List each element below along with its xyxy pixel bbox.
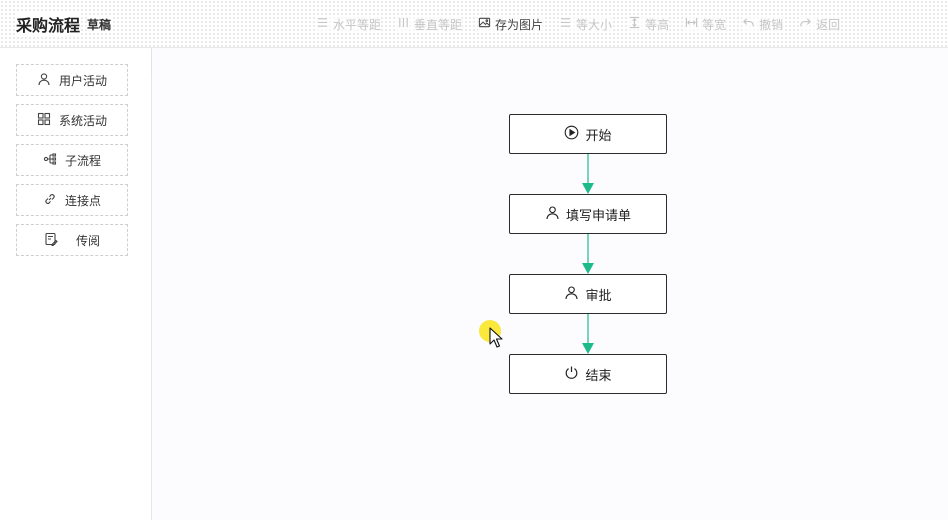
same-width-icon xyxy=(685,16,698,32)
palette-item-system-activity[interactable]: 系统活动 xyxy=(16,104,128,136)
page-title: 采购流程 xyxy=(16,12,81,36)
toolbar: 水平等距 垂直等距 存为图片 等大小 等高 xyxy=(316,14,856,34)
same-width-button[interactable]: 等宽 xyxy=(685,15,727,33)
grid-icon xyxy=(37,112,51,129)
power-icon xyxy=(564,365,579,384)
flow-node-fill-form[interactable]: 填写申请单 xyxy=(509,194,667,234)
image-icon xyxy=(478,16,491,32)
redo-label: 返回 xyxy=(816,17,841,32)
user-icon xyxy=(37,72,51,89)
status-badge: 草稿 xyxy=(87,16,112,33)
palette-item-label: 用户活动 xyxy=(58,73,107,88)
vertical-distribute-icon xyxy=(397,16,410,32)
flow-node-label: 填写申请单 xyxy=(565,208,631,224)
flow-node-label: 审批 xyxy=(585,288,612,304)
flow-node-end[interactable]: 结束 xyxy=(509,354,667,394)
user-icon xyxy=(545,205,560,224)
undo-button[interactable]: 撤销 xyxy=(742,15,784,33)
flow-node-start[interactable]: 开始 xyxy=(509,114,667,154)
undo-label: 撤销 xyxy=(759,17,784,32)
vertical-distribute-button[interactable]: 垂直等距 xyxy=(397,15,463,33)
palette-item-label: 传阅 xyxy=(75,233,100,248)
flow-node-approve[interactable]: 审批 xyxy=(509,274,667,314)
header-bar: 采购流程 草稿 水平等距 垂直等距 存为图片 等大小 xyxy=(0,0,948,48)
user-icon xyxy=(564,285,579,304)
palette-item-subprocess[interactable]: 子流程 xyxy=(16,144,128,176)
same-width-label: 等宽 xyxy=(702,17,727,32)
same-size-icon xyxy=(559,16,572,32)
vertical-distribute-label: 垂直等距 xyxy=(414,17,463,32)
play-icon xyxy=(564,125,579,144)
palette-item-connection-point[interactable]: 连接点 xyxy=(16,184,128,216)
same-height-label: 等高 xyxy=(645,17,670,32)
horizontal-distribute-label: 水平等距 xyxy=(333,17,382,32)
undo-icon xyxy=(742,16,755,32)
horizontal-distribute-icon xyxy=(316,16,329,32)
flow-node-label: 结束 xyxy=(585,368,612,384)
palette-item-label: 子流程 xyxy=(64,153,101,168)
palette-item-label: 系统活动 xyxy=(58,113,107,128)
save-image-button[interactable]: 存为图片 xyxy=(478,15,544,33)
palette-item-user-activity[interactable]: 用户活动 xyxy=(16,64,128,96)
flow-node-label: 开始 xyxy=(585,128,612,144)
save-image-label: 存为图片 xyxy=(495,17,544,32)
palette-item-circulate[interactable]: 传阅 xyxy=(16,224,128,256)
subprocess-icon xyxy=(43,152,57,169)
palette-item-label: 连接点 xyxy=(64,193,101,208)
same-size-label: 等大小 xyxy=(576,17,613,32)
same-height-button[interactable]: 等高 xyxy=(628,15,670,33)
link-icon xyxy=(43,192,57,209)
redo-icon xyxy=(799,16,812,32)
horizontal-distribute-button[interactable]: 水平等距 xyxy=(316,15,382,33)
redo-button[interactable]: 返回 xyxy=(799,15,841,33)
mouse-cursor-icon xyxy=(489,327,503,348)
same-height-icon xyxy=(628,16,641,32)
same-size-button[interactable]: 等大小 xyxy=(559,15,613,33)
circulate-icon xyxy=(44,232,58,249)
